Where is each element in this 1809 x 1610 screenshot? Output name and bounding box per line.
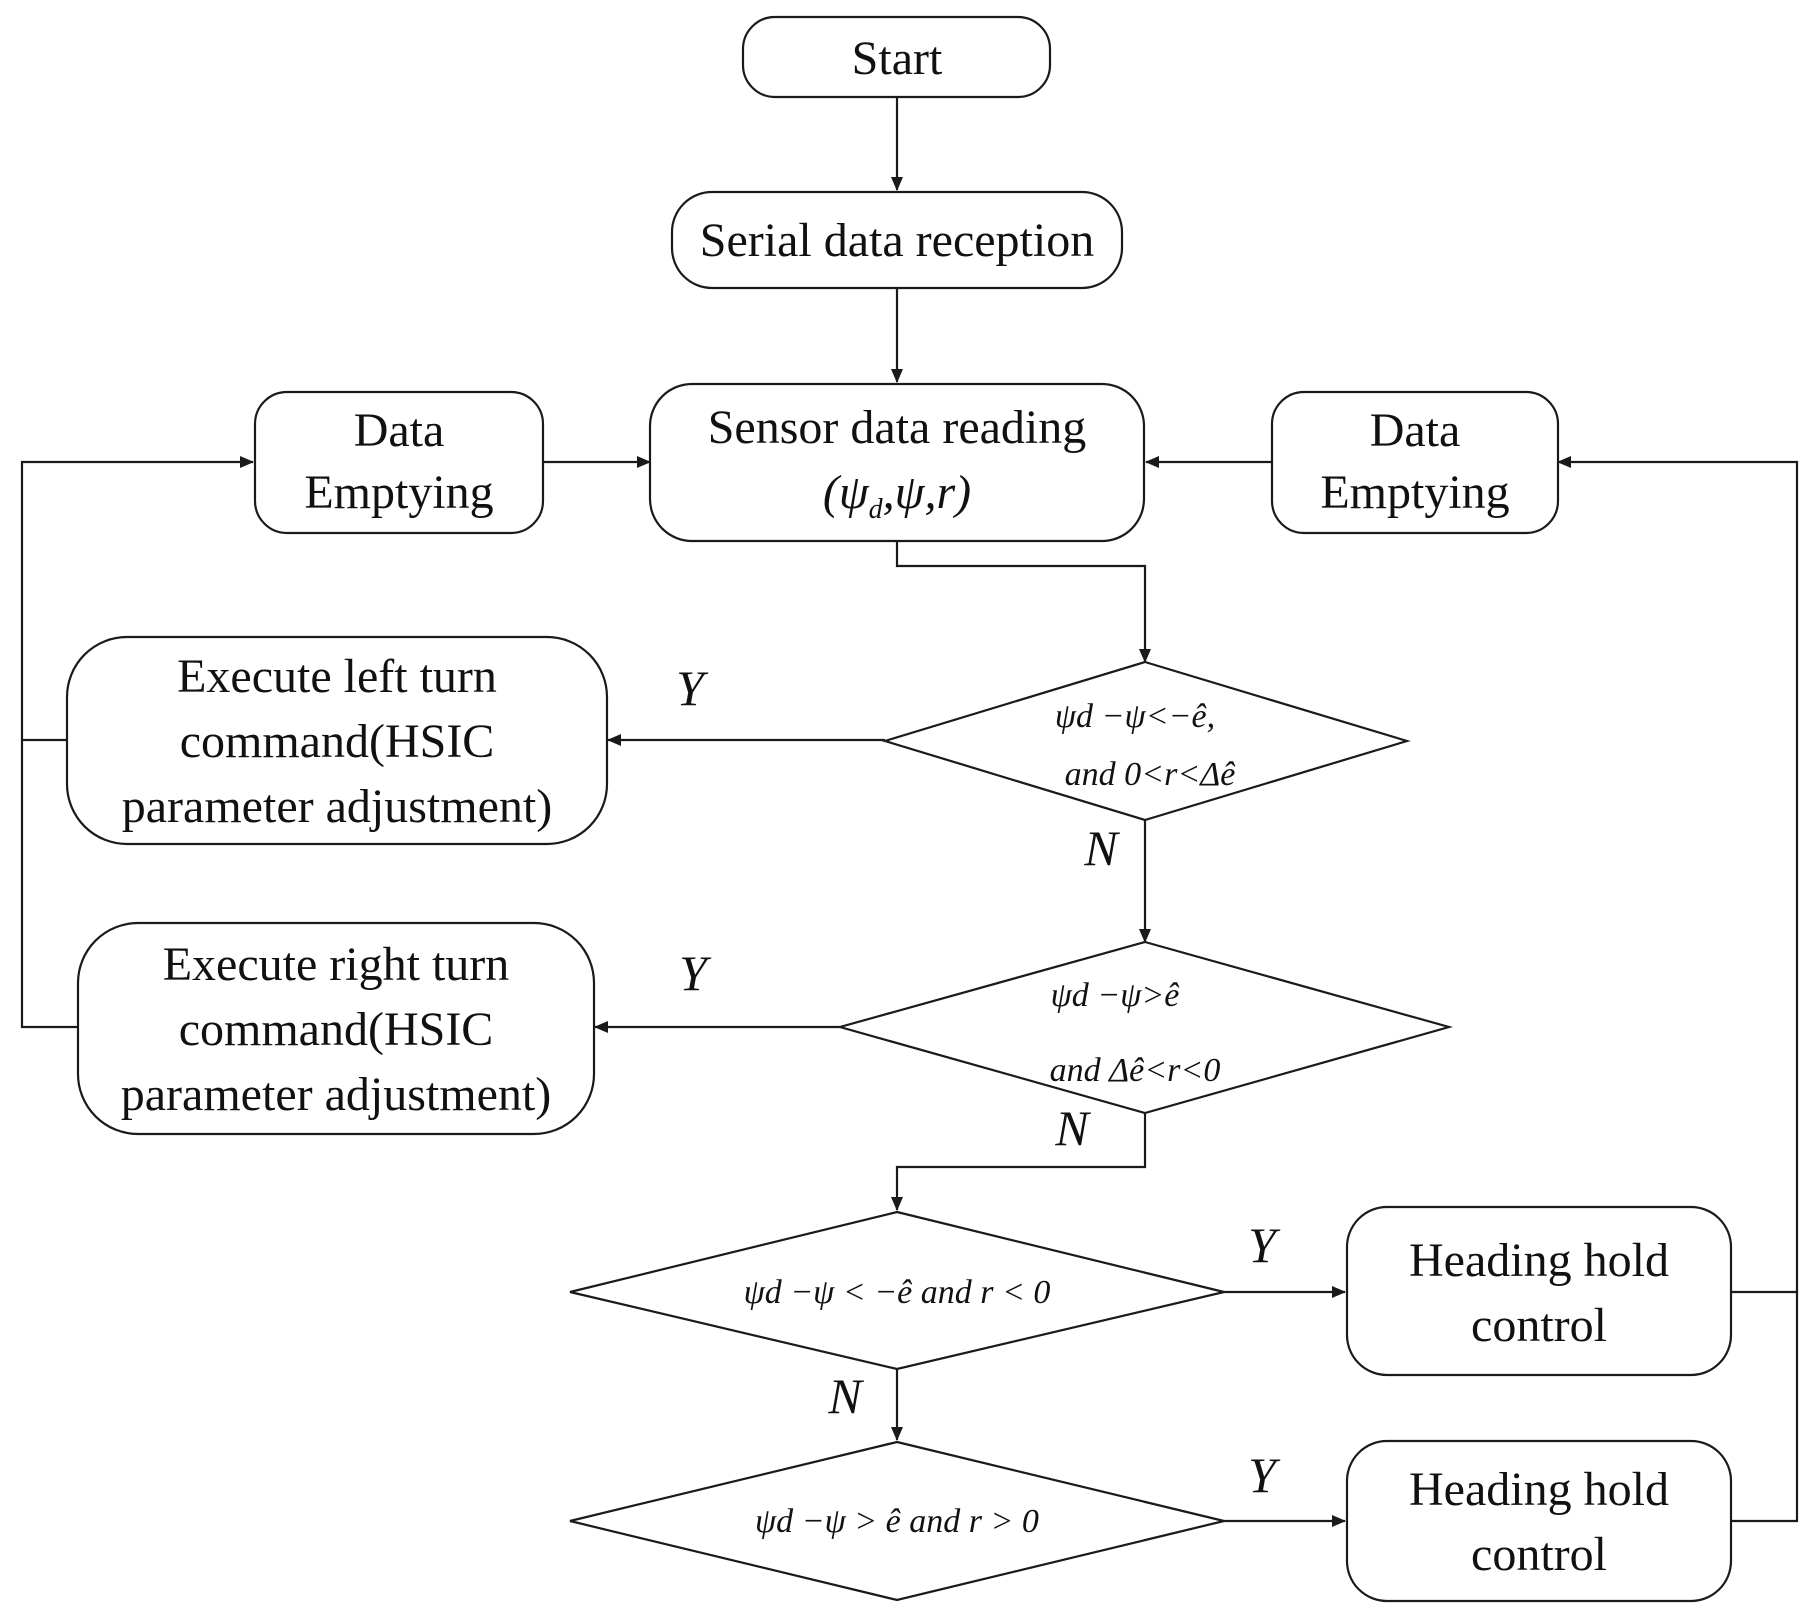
decision-2: ψd −ψ>ê and Δê<r<0: [835, 940, 1454, 1115]
hold2-line1: Heading hold: [1409, 1463, 1669, 1516]
hold1-node: Heading hold control: [1345, 1205, 1733, 1377]
empty-right-line1: Data: [1370, 404, 1461, 457]
sensor-label-line1: Sensor data reading: [708, 401, 1087, 454]
start-node: Start: [741, 15, 1052, 99]
left-turn-line3: parameter adjustment): [122, 780, 552, 833]
decision-3-text: ψd −ψ < −ê and r < 0: [744, 1274, 1051, 1311]
right-turn-line2: command(HSIC: [179, 1003, 494, 1056]
arrow-d2-no: [891, 1113, 1147, 1211]
decision-4-text: ψd −ψ > ê and r > 0: [755, 1503, 1039, 1540]
d2-no-label: N: [1054, 1100, 1091, 1156]
empty-left-line2: Emptying: [304, 466, 493, 519]
loop-left-bus: [20, 456, 254, 740]
decision-4: ψd −ψ > ê and r > 0: [569, 1440, 1225, 1602]
empty-right-node: Data Emptying: [1270, 390, 1560, 535]
decision-1-line1: ψd −ψ<−ê,: [1055, 698, 1215, 735]
arrow-sensor-to-d1: [895, 541, 1151, 663]
decision-1: ψd −ψ<−ê, and 0<r<Δê: [881, 660, 1411, 822]
d1-yes-label: Y: [676, 660, 709, 716]
hold2-line2: control: [1471, 1528, 1607, 1581]
branch-labels: Y N Y N Y N Y: [676, 660, 1281, 1503]
left-turn-node: Execute left turn command(HSIC parameter…: [65, 635, 609, 846]
d3-no-label: N: [827, 1368, 864, 1424]
decision-1-line2: and 0<r<Δê: [1065, 756, 1237, 793]
left-turn-line1: Execute left turn: [177, 650, 497, 703]
connectors: [20, 97, 1799, 1527]
hold1-line1: Heading hold: [1409, 1234, 1669, 1287]
left-turn-line2: command(HSIC: [180, 715, 495, 768]
d2-yes-label: Y: [679, 945, 712, 1001]
d3-yes-label: Y: [1248, 1217, 1281, 1273]
right-turn-node: Execute right turn command(HSIC paramete…: [76, 921, 596, 1136]
sensor-label-line2: (ψd,ψ,r): [823, 466, 971, 525]
decision-3: ψd −ψ < −ê and r < 0: [569, 1210, 1225, 1371]
serial-node: Serial data reception: [670, 190, 1124, 290]
loop-left-to-empty: [20, 738, 78, 1029]
sensor-node: Sensor data reading (ψd,ψ,r): [648, 382, 1146, 543]
serial-label: Serial data reception: [700, 214, 1094, 267]
loop-right-to-empty: [1731, 1290, 1799, 1523]
start-label: Start: [852, 32, 943, 85]
loop-right-bus: [1557, 456, 1799, 1292]
decision-2-line1: ψd −ψ>ê: [1051, 977, 1181, 1014]
empty-right-line2: Emptying: [1320, 466, 1509, 519]
d4-yes-label: Y: [1248, 1447, 1281, 1503]
right-turn-line3: parameter adjustment): [121, 1068, 551, 1121]
right-turn-line1: Execute right turn: [163, 938, 510, 991]
decision-2-line2: and Δê<r<0: [1050, 1052, 1221, 1089]
hold1-line2: control: [1471, 1299, 1607, 1352]
d1-no-label: N: [1083, 820, 1120, 876]
empty-left-line1: Data: [354, 404, 445, 457]
empty-left-node: Data Emptying: [253, 390, 545, 535]
hold2-node: Heading hold control: [1345, 1439, 1733, 1603]
